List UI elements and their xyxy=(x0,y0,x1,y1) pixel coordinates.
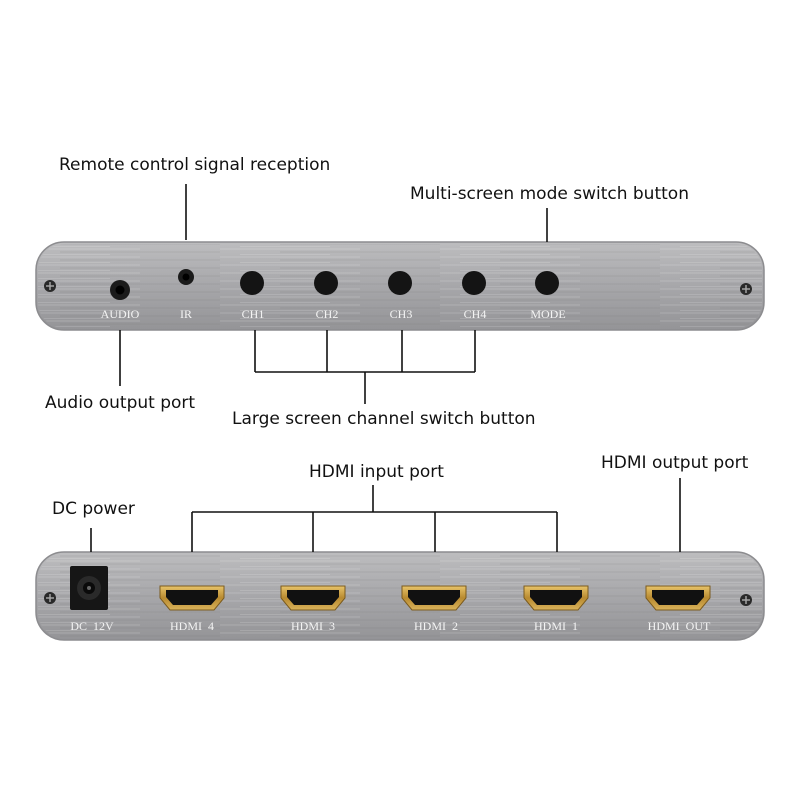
dc-label: DC 12V xyxy=(70,619,114,633)
dc-power-jack[interactable] xyxy=(70,566,108,610)
front-right-screw-icon xyxy=(740,283,752,295)
channel-bracket xyxy=(254,330,476,404)
mode-button[interactable] xyxy=(535,271,559,295)
ir-sensor xyxy=(178,269,194,285)
ch1-button[interactable] xyxy=(240,271,264,295)
hdmi-4-port[interactable] xyxy=(159,585,225,611)
ch2-label: CH2 xyxy=(316,307,339,321)
hdmi-input-bracket xyxy=(191,485,558,552)
hdmi-output-callout: HDMI output port xyxy=(601,453,749,473)
mode-label: MODE xyxy=(530,307,565,321)
audio-jack[interactable] xyxy=(110,280,130,300)
hdmi-1-label: HDMI 1 xyxy=(534,619,578,633)
mode-button-callout: Multi-screen mode switch button xyxy=(410,184,689,204)
ch1-label: CH1 xyxy=(242,307,265,321)
channel-buttons-callout: Large screen channel switch button xyxy=(232,409,536,429)
hdmi-3-label: HDMI 3 xyxy=(291,619,335,633)
hdmi-input-callout: HDMI input port xyxy=(309,462,444,482)
front-left-screw-icon xyxy=(44,280,56,292)
ch2-button[interactable] xyxy=(314,271,338,295)
hdmi-3-port[interactable] xyxy=(280,585,346,611)
hdmi-1-port[interactable] xyxy=(523,585,589,611)
audio-port-callout: Audio output port xyxy=(45,393,196,413)
ir-label: IR xyxy=(180,307,192,321)
hdmi-2-label: HDMI 2 xyxy=(414,619,458,633)
ch3-button[interactable] xyxy=(388,271,412,295)
hdmi-4-label: HDMI 4 xyxy=(170,619,214,633)
audio-label: AUDIO xyxy=(101,307,140,321)
ch3-label: CH3 xyxy=(390,307,413,321)
hdmi-2-port[interactable] xyxy=(401,585,467,611)
remote-ir-callout: Remote control signal reception xyxy=(59,155,331,175)
rear-panel-texture xyxy=(38,554,762,638)
rear-right-screw-icon xyxy=(740,594,752,606)
rear-left-screw-icon xyxy=(44,592,56,604)
rear-panel: DC 12V HDMI 4 HDMI 3 HDMI 2 HDMI 1 HDMI … xyxy=(35,551,765,641)
hdmi-out-port[interactable] xyxy=(645,585,711,611)
ch4-label: CH4 xyxy=(464,307,487,321)
hdmi-out-label: HDMI OUT xyxy=(648,619,711,633)
dc-power-callout: DC power xyxy=(52,499,135,519)
ch4-button[interactable] xyxy=(462,271,486,295)
front-panel: AUDIO IR CH1 CH2 CH3 CH4 MODE xyxy=(35,241,765,331)
